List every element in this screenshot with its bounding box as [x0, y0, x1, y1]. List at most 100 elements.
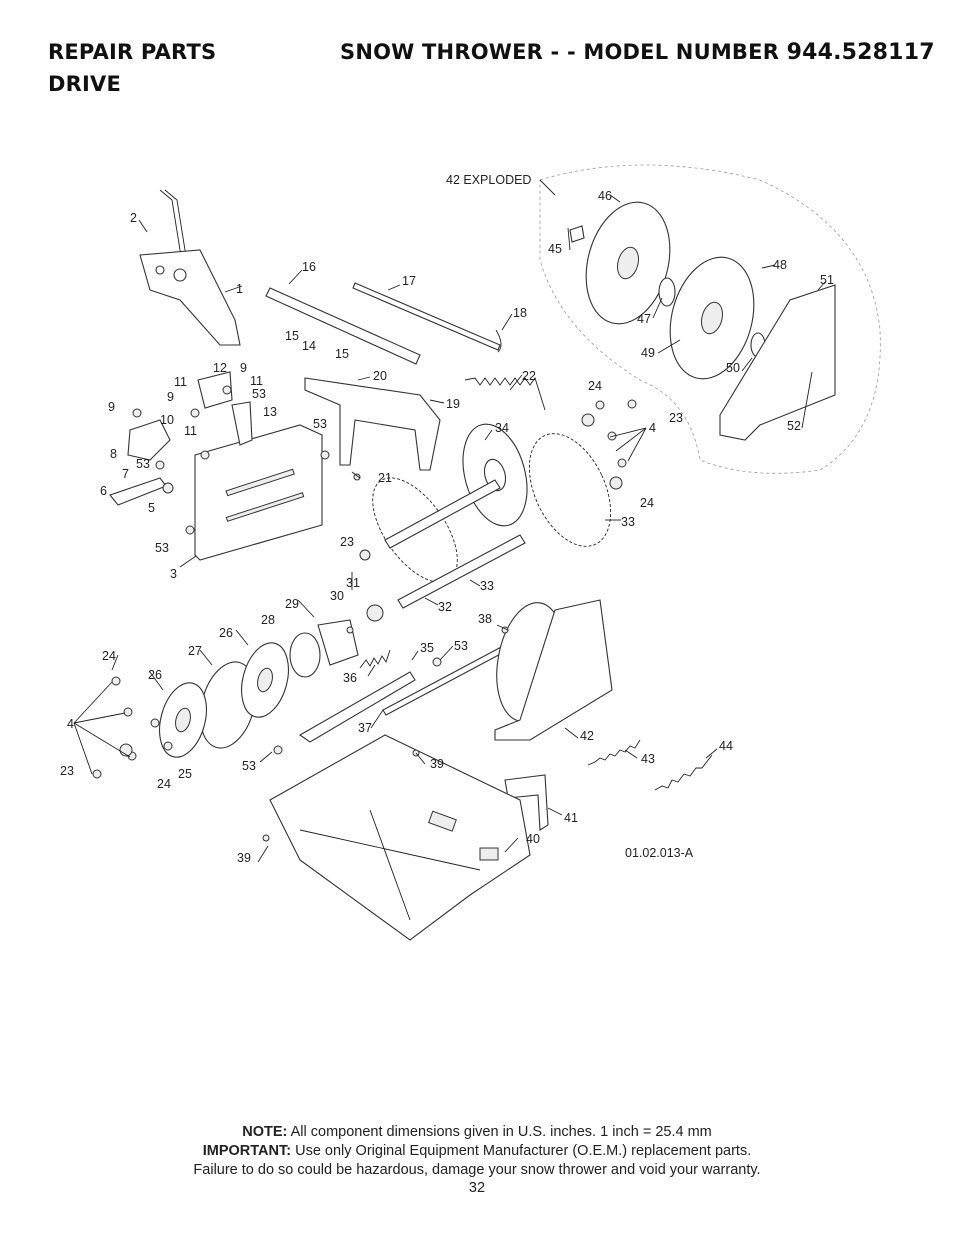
- callout-36: 36: [343, 671, 357, 685]
- callout-29: 29: [285, 597, 299, 611]
- callout-44: 44: [719, 739, 733, 753]
- note-text: All component dimensions given in U.S. i…: [290, 1124, 712, 1140]
- bearing-29: [317, 619, 359, 666]
- callout-labels: 1 2 3 4 4 5 6 7 8 9 9 9 10 11 11 11 12 1…: [60, 189, 834, 865]
- callout-33a: 33: [480, 579, 494, 593]
- leader-lines: [73, 179, 826, 863]
- callout-16: 16: [302, 260, 316, 274]
- chain-33-rear: [528, 433, 612, 547]
- exploded-label: 42 EXPLODED: [446, 173, 531, 187]
- callout-51: 51: [820, 273, 834, 287]
- callout-12: 12: [213, 361, 227, 375]
- callout-46: 46: [598, 189, 612, 203]
- model-title: SNOW THROWER - - MODEL NUMBER 944.528117: [340, 40, 935, 65]
- callout-24b: 24: [640, 496, 654, 510]
- callout-4: 4: [649, 421, 656, 435]
- callout-1: 1: [236, 282, 243, 296]
- callout-52: 52: [787, 419, 801, 433]
- callout-45: 45: [548, 242, 562, 256]
- callout-9b: 9: [167, 390, 174, 404]
- callout-3: 3: [170, 567, 177, 581]
- callout-33b: 33: [621, 515, 635, 529]
- callout-23c: 23: [60, 764, 74, 778]
- callout-28: 28: [261, 613, 275, 627]
- callout-37: 37: [358, 721, 372, 735]
- plate-19: [304, 377, 441, 471]
- callout-17: 17: [402, 274, 416, 288]
- callout-13: 13: [263, 405, 277, 419]
- callout-24d: 24: [157, 777, 171, 791]
- note-label: NOTE:: [242, 1124, 288, 1140]
- bracket-12: [197, 371, 233, 409]
- callout-18: 18: [513, 306, 527, 320]
- callout-11b: 11: [250, 374, 263, 388]
- callout-53e: 53: [454, 639, 468, 653]
- drawing-code: 01.02.013-A: [625, 846, 694, 860]
- model-title-prefix: SNOW THROWER - - MODEL NUMBER: [340, 40, 780, 64]
- callout-20: 20: [373, 369, 387, 383]
- callout-15b: 15: [335, 347, 349, 361]
- callout-32: 32: [438, 600, 452, 614]
- callout-43: 43: [641, 752, 655, 766]
- callout-8: 8: [110, 447, 117, 461]
- callout-53b: 53: [313, 417, 327, 431]
- callout-41: 41: [564, 811, 578, 825]
- rod-17: [352, 282, 501, 351]
- callout-53d: 53: [155, 541, 169, 555]
- callout-4b: 4: [67, 717, 74, 731]
- callout-47: 47: [637, 312, 651, 326]
- important-line: IMPORTANT: Use only Original Equipment M…: [0, 1143, 954, 1159]
- callout-5: 5: [148, 501, 155, 515]
- spring-36: [359, 649, 391, 669]
- callout-23b: 23: [669, 411, 683, 425]
- callout-23a: 23: [340, 535, 354, 549]
- callout-19: 19: [446, 397, 460, 411]
- callout-22: 22: [522, 369, 536, 383]
- spring-44: [654, 754, 713, 791]
- callout-53f: 53: [242, 759, 256, 773]
- bracket-8: [127, 419, 171, 461]
- bracket-35: [298, 671, 416, 743]
- callout-25: 25: [178, 767, 192, 781]
- bracket-13: [231, 401, 253, 446]
- callout-11a: 11: [174, 375, 187, 389]
- callout-38: 38: [478, 612, 492, 626]
- callout-35: 35: [420, 641, 434, 655]
- callout-49: 49: [641, 346, 655, 360]
- callout-42: 42: [580, 729, 594, 743]
- important-text: Use only Original Equipment Manufacturer…: [295, 1143, 752, 1159]
- callout-2: 2: [130, 211, 137, 225]
- callout-6: 6: [100, 484, 107, 498]
- callout-10: 10: [160, 413, 174, 427]
- callout-31: 31: [346, 576, 360, 590]
- page-number: 32: [468, 1180, 486, 1196]
- callout-30: 30: [330, 589, 344, 603]
- friction-wheel-42: [494, 599, 613, 741]
- callout-40: 40: [526, 832, 540, 846]
- spring-43: [587, 739, 641, 766]
- callout-11c: 11: [184, 424, 197, 438]
- axle-32: [384, 479, 501, 549]
- shaft-16: [265, 287, 421, 365]
- callout-14: 14: [302, 339, 316, 353]
- callout-53c: 53: [136, 457, 150, 471]
- warning-line: Failure to do so could be hazardous, dam…: [193, 1162, 761, 1178]
- bottom-cover-40: [269, 734, 531, 941]
- callout-15a: 15: [285, 329, 299, 343]
- callout-24c: 24: [102, 649, 116, 663]
- page-title: REPAIR PARTS: [48, 40, 217, 64]
- callout-9a: 9: [108, 400, 115, 414]
- friction-wheel-exploded: [569, 201, 836, 441]
- callout-50: 50: [726, 361, 740, 375]
- lever-6: [109, 477, 167, 506]
- exploded-view-outline: [539, 164, 881, 474]
- shift-lever-assembly: [139, 189, 241, 346]
- callout-26a: 26: [219, 626, 233, 640]
- important-label: IMPORTANT:: [202, 1143, 292, 1159]
- callout-48: 48: [773, 258, 787, 272]
- callout-7: 7: [122, 467, 129, 481]
- callout-27: 27: [188, 644, 202, 658]
- note-line: NOTE: All component dimensions given in …: [0, 1124, 954, 1140]
- hub-28: [289, 632, 321, 678]
